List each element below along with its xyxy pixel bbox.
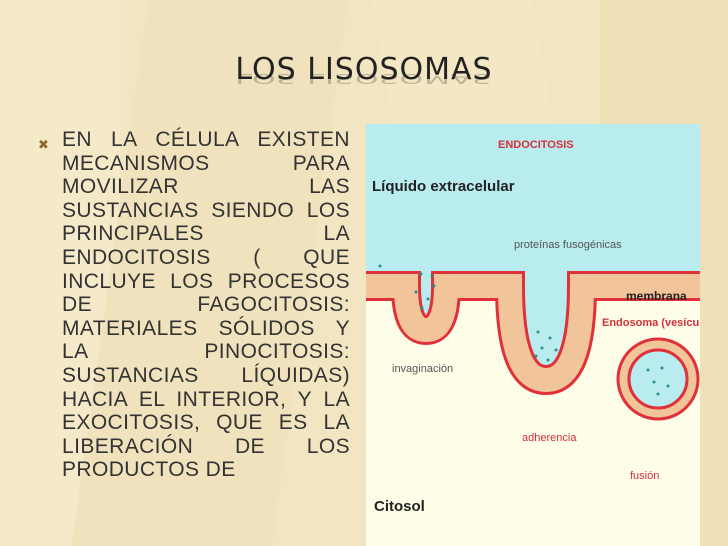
fusion-label: fusión bbox=[630, 470, 659, 482]
particles bbox=[378, 264, 670, 396]
cytosol-label: Citosol bbox=[374, 498, 425, 515]
bullet-paragraph: EN LA CÉLULA EXISTEN MECANISMOS PARA MOV… bbox=[62, 128, 350, 482]
membrane-label: membrana bbox=[626, 289, 687, 303]
endocytosis-diagram: ENDOCITOSIS Líquido extracelular proteín… bbox=[366, 124, 700, 546]
slide-title-reflection: LOS LISOSOMAS bbox=[235, 72, 493, 87]
x-bullet-icon: ✖ bbox=[38, 137, 49, 152]
extracellular-region bbox=[366, 124, 700, 374]
adherence-label: adherencia bbox=[522, 432, 577, 444]
extracellular-label: Líquido extracelular bbox=[372, 178, 515, 195]
slide-title: LOS LISOSOMAS bbox=[235, 52, 493, 87]
membrane bbox=[366, 274, 700, 393]
invagination-label: invaginación bbox=[392, 363, 453, 375]
endosome-lumen bbox=[627, 348, 689, 410]
diagram-heading: ENDOCITOSIS bbox=[498, 139, 574, 151]
endosome-label: Endosoma (vesícula) bbox=[602, 317, 700, 329]
proteins-label: proteínas fusogénicas bbox=[514, 239, 622, 251]
